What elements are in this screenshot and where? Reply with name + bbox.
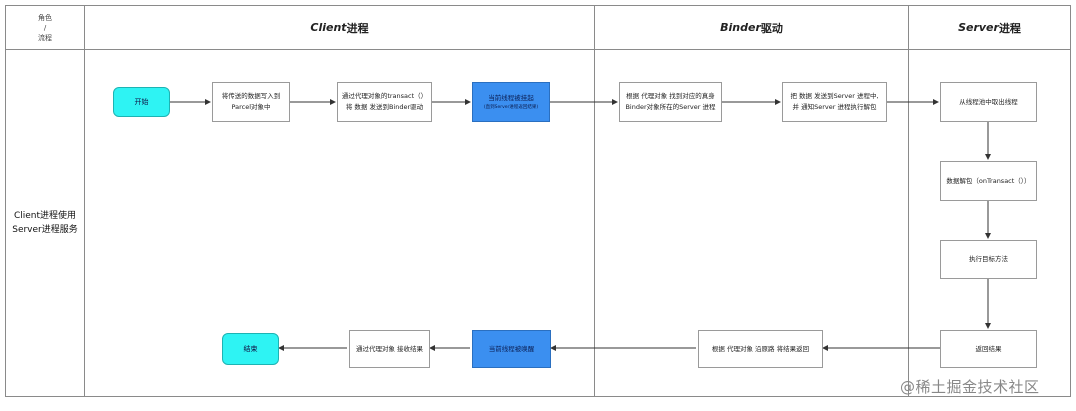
unpack-label: 数据解包（onTransact（）） bbox=[946, 176, 1031, 185]
frame-right bbox=[1070, 5, 1071, 397]
role-label-line2: / bbox=[43, 23, 47, 32]
row-label-line1: Client进程使用 bbox=[13, 211, 77, 221]
find-server-node: 根据 代理对象 找到对应的真身 Binder对象所在的Server 进程 bbox=[619, 82, 722, 122]
take-thread-node: 从线程池中取出线程 bbox=[940, 82, 1037, 122]
unpack-node: 数据解包（onTransact（）） bbox=[940, 161, 1037, 201]
write-parcel-node: 将传送的数据写入到 Parcel对象中 bbox=[212, 82, 290, 122]
start-node: 开始 bbox=[113, 87, 170, 117]
receive-result-label: 通过代理对象 接收结果 bbox=[355, 344, 424, 353]
start-node-label: 开始 bbox=[134, 97, 149, 106]
role-flow-header: 角色 / 流程 bbox=[6, 6, 84, 49]
binder-title-rest: 驱动 bbox=[760, 21, 783, 35]
find-server-line1: 根据 代理对象 找到对应的真身 bbox=[626, 92, 715, 100]
row-label-line2: Server进程服务 bbox=[12, 225, 78, 235]
end-node: 结束 bbox=[222, 333, 279, 365]
frame-top bbox=[5, 5, 1071, 6]
thread-suspended-node: 当前线程被挂起 (直到Server进程返回结果) bbox=[472, 82, 550, 122]
role-label-line3: 流程 bbox=[38, 33, 52, 42]
send-to-server-line2: 并 通知Server 进程执行解包 bbox=[792, 103, 877, 111]
find-server-line2: Binder对象所在的Server 进程 bbox=[625, 103, 716, 111]
thread-wakeup-label: 当前线程被唤醒 bbox=[488, 344, 535, 353]
write-parcel-line2: Parcel对象中 bbox=[231, 103, 271, 111]
send-to-server-node: 把 数据 发送到Server 进程中, 并 通知Server 进程执行解包 bbox=[782, 82, 887, 122]
exec-target-label: 执行目标方法 bbox=[969, 255, 1008, 263]
frame-left bbox=[5, 5, 6, 397]
take-thread-label: 从线程池中取出线程 bbox=[959, 97, 1018, 106]
watermark: @稀土掘金技术社区 bbox=[900, 378, 1040, 396]
row-label: Client进程使用 Server进程服务 bbox=[6, 50, 84, 396]
frame-col-divider-binder-server bbox=[908, 5, 909, 397]
route-back-node: 根据 代理对象 沿原路 将结果返回 bbox=[698, 330, 823, 368]
frame-bottom bbox=[5, 396, 1071, 397]
transact-line2: 将 数据 发送到Binder驱动 bbox=[345, 103, 424, 111]
server-title-rest: 进程 bbox=[998, 21, 1021, 35]
role-label-line1: 角色 bbox=[38, 13, 52, 22]
server-title-em: Server bbox=[958, 21, 999, 34]
thread-suspended-label: 当前线程被挂起 bbox=[488, 94, 534, 102]
client-title-em: Client bbox=[310, 21, 347, 34]
exec-target-node: 执行目标方法 bbox=[940, 240, 1037, 279]
binder-title-em: Binder bbox=[720, 21, 761, 34]
transact-line1: 通过代理对象的transact（） bbox=[341, 92, 428, 100]
frame-header-divider bbox=[5, 49, 1071, 50]
return-result-node: 返回结果 bbox=[940, 330, 1037, 368]
transact-node: 通过代理对象的transact（） 将 数据 发送到Binder驱动 bbox=[337, 82, 432, 122]
end-node-label: 结束 bbox=[243, 344, 258, 353]
frame-col-divider-role bbox=[84, 5, 85, 397]
frame-col-divider-client-binder bbox=[594, 5, 595, 397]
return-result-label: 返回结果 bbox=[975, 344, 1002, 353]
thread-suspended-sublabel: (直到Server进程返回结果) bbox=[483, 105, 539, 110]
client-title-rest: 进程 bbox=[346, 21, 369, 35]
write-parcel-line1: 将传送的数据写入到 bbox=[221, 92, 281, 100]
thread-wakeup-node: 当前线程被唤醒 bbox=[472, 330, 551, 368]
receive-result-node: 通过代理对象 接收结果 bbox=[349, 330, 430, 368]
send-to-server-line1: 把 数据 发送到Server 进程中, bbox=[790, 92, 879, 100]
route-back-label: 根据 代理对象 沿原路 将结果返回 bbox=[711, 344, 810, 353]
